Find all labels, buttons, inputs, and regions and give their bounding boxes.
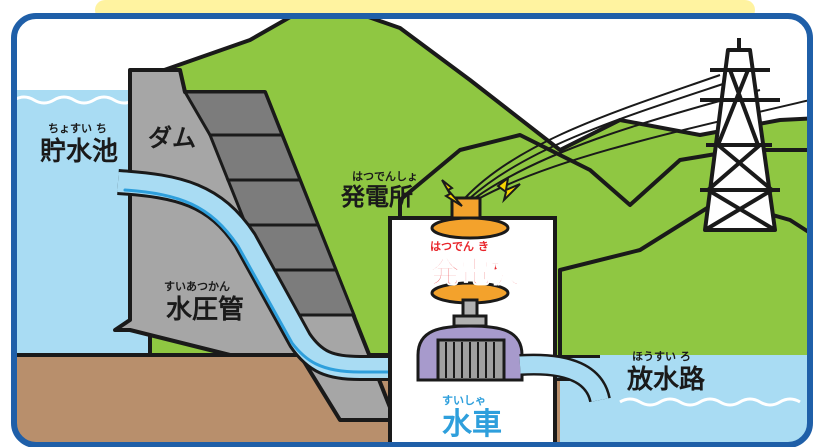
svg-text:放水路: 放水路	[626, 364, 706, 395]
label-penstock: すいあつかん 水圧管	[164, 280, 244, 325]
transmission-tower	[700, 38, 780, 232]
frame-border	[11, 13, 813, 447]
svg-text:発電所: 発電所	[340, 183, 413, 211]
label-dam: ダム	[148, 124, 196, 152]
label-water-turbine: すいしゃ 水車	[442, 394, 502, 442]
svg-text:ほうすい ろ: ほうすい ろ	[632, 350, 691, 363]
svg-text:ダム: ダム	[148, 124, 196, 152]
label-power-station: はつでんしょ 発電所	[340, 170, 418, 211]
discharge-wave	[619, 397, 801, 407]
dam-panels	[182, 90, 357, 317]
svg-text:水車: 水車	[442, 407, 502, 442]
water-turbine	[436, 338, 506, 382]
svg-text:すいしゃ: すいしゃ	[442, 394, 486, 407]
label-generator: はつでん き 発電機	[429, 240, 521, 291]
penstock-water	[117, 172, 600, 378]
svg-text:すいあつかん: すいあつかん	[164, 280, 230, 293]
svg-text:水圧管: 水圧管	[166, 295, 244, 325]
svg-text:はつでん き: はつでん き	[430, 240, 489, 253]
svg-text:発電機: 発電機	[429, 255, 520, 290]
svg-text:ちょすい ち: ちょすい ち	[48, 122, 107, 135]
label-reservoir: ちょすい ち 貯水池	[40, 122, 118, 167]
svg-text:はつでんしょ: はつでんしょ	[352, 170, 418, 183]
lightning-icon	[441, 175, 521, 207]
discharge-flow-water	[519, 356, 609, 403]
svg-text:貯水池: 貯水池	[40, 136, 118, 167]
penstock-flow-line	[123, 188, 442, 374]
label-discharge-channel: ほうすい ろ 放水路	[626, 350, 706, 395]
